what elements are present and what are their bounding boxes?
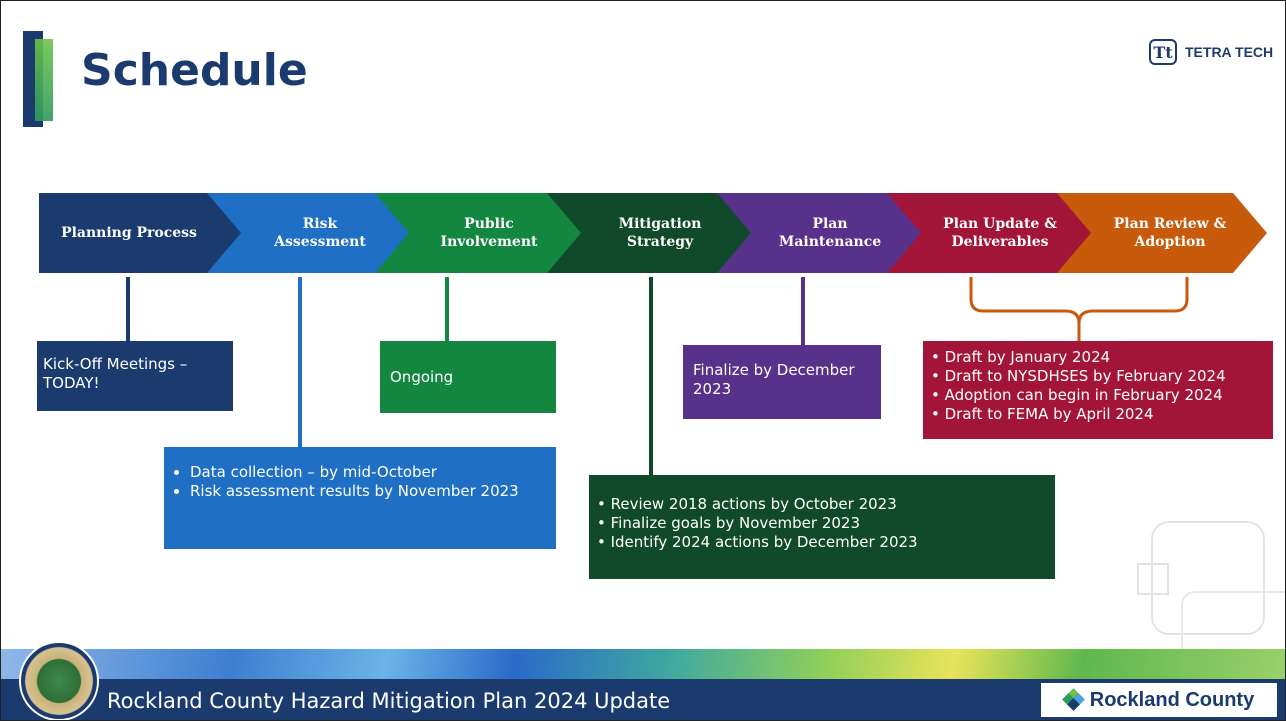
list-item: • Draft to NYSDHSES by February 2024: [931, 367, 1226, 385]
list-item: • Review 2018 actions by October 2023: [597, 495, 897, 513]
tetra-tech-logo: Tt TETRA TECH: [1149, 39, 1273, 65]
chevron-plan-update-deliverables: Plan Update & Deliverables: [887, 193, 1097, 273]
chevron-label: Plan Update & Deliverables: [943, 216, 1057, 250]
curly-brace-connector: [969, 277, 1189, 341]
connector-line: [649, 277, 653, 475]
chevron-planning-process: Planning Process: [39, 193, 249, 273]
update-detail-list: • Draft by January 2024 • Draft to NYSDH…: [931, 348, 1265, 424]
decorative-square: [1151, 521, 1265, 635]
footer-gradient-band: [1, 649, 1285, 679]
connector-line: [298, 277, 302, 447]
title-accent-gradient: [35, 39, 53, 121]
county-seal-icon: [19, 641, 99, 720]
decorative-square: [1137, 563, 1169, 595]
public-detail-text: Ongoing: [390, 368, 454, 386]
planning-detail-text: Kick-Off Meetings – TODAY!: [43, 355, 188, 392]
chevron-label: Risk Assessment: [274, 216, 366, 250]
chevron-plan-maintenance: Plan Maintenance: [717, 193, 927, 273]
list-item: • Draft to FEMA by April 2024: [931, 405, 1154, 423]
mitigation-detail-box: • Review 2018 actions by October 2023 • …: [589, 475, 1055, 579]
chevron-plan-review-adoption: Plan Review & Adoption: [1057, 193, 1267, 273]
list-item: • Identify 2024 actions by December 2023: [597, 533, 918, 551]
connector-line: [445, 277, 449, 341]
chevron-label: Plan Review & Adoption: [1113, 216, 1227, 250]
footer-title: Rockland County Hazard Mitigation Plan 2…: [107, 689, 671, 713]
chevron-public-involvement: Public Involvement: [375, 193, 587, 273]
update-detail-box: • Draft by January 2024 • Draft to NYSDH…: [923, 341, 1273, 439]
chevron-risk-assessment: Risk Assessment: [207, 193, 417, 273]
page-title: Schedule: [81, 45, 308, 96]
chevron-label: Mitigation Strategy: [618, 216, 702, 250]
chevron-label: Public Involvement: [440, 216, 538, 250]
list-item: Risk assessment results by November 2023: [190, 482, 548, 501]
list-item: • Draft by January 2024: [931, 348, 1111, 366]
tetra-tech-mark-icon: Tt: [1149, 39, 1177, 65]
chevron-label: Planning Process: [61, 225, 197, 241]
chevron-mitigation-strategy: Mitigation Strategy: [547, 193, 757, 273]
connector-line: [126, 277, 130, 341]
list-item: • Adoption can begin in February 2024: [931, 386, 1223, 404]
connector-line: [801, 277, 805, 345]
rockland-county-logo: Rockland County: [1041, 683, 1277, 717]
planning-detail-box: Kick-Off Meetings – TODAY!: [37, 341, 233, 411]
chevron-label: Plan Maintenance: [778, 216, 882, 250]
list-item: Data collection – by mid-October: [190, 463, 548, 482]
tetra-tech-logo-text: TETRA TECH: [1185, 44, 1274, 60]
maintenance-detail-text: Finalize by December 2023: [693, 361, 855, 398]
risk-detail-list: Data collection – by mid-October Risk as…: [172, 463, 548, 501]
risk-detail-box: Data collection – by mid-October Risk as…: [164, 447, 556, 549]
rockland-county-logo-text: Rockland County: [1089, 688, 1255, 711]
mitigation-detail-list: • Review 2018 actions by October 2023 • …: [597, 495, 1047, 552]
rockland-diamond-icon: [1061, 688, 1085, 711]
public-detail-box: Ongoing: [380, 341, 556, 413]
maintenance-detail-box: Finalize by December 2023: [683, 345, 881, 419]
list-item: • Finalize goals by November 2023: [597, 514, 861, 532]
